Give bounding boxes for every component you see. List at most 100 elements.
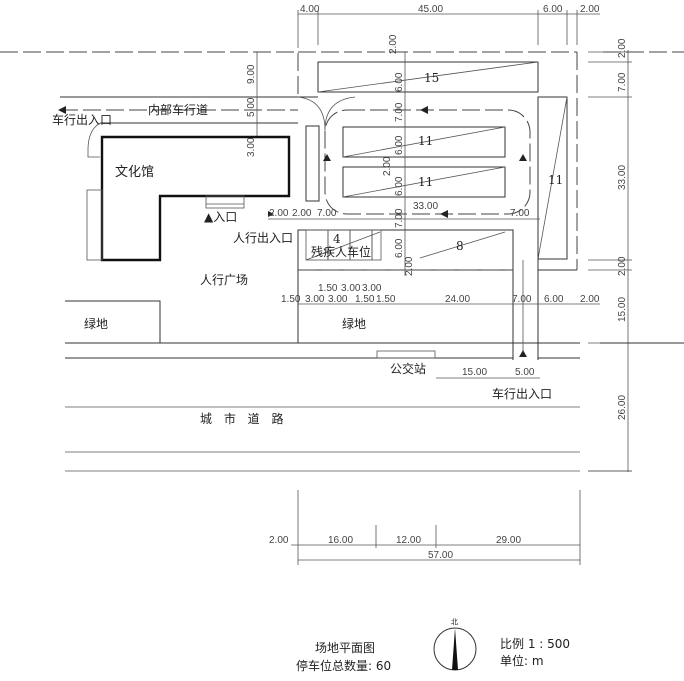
parking-total: 停车位总数量: 60 bbox=[296, 658, 391, 673]
dim-bottom: 2.00 bbox=[269, 535, 289, 546]
parking-diagonal bbox=[317, 61, 539, 93]
bus-stop-label: 公交站 bbox=[390, 361, 426, 376]
arrow-up-icon bbox=[323, 154, 331, 161]
dim-top-1: 45.00 bbox=[418, 4, 443, 15]
island bbox=[305, 125, 320, 202]
disabled-parking-label: 残疾人车位 bbox=[311, 244, 371, 259]
legend: 场地平面图 停车位总数量: 60 北 比例 1 : 500 单位: m bbox=[296, 618, 570, 673]
compass-needle bbox=[452, 628, 458, 670]
building-annex bbox=[86, 189, 103, 261]
arrow-up-icon bbox=[519, 154, 527, 161]
dim-inner-v: 2.00 bbox=[388, 34, 399, 54]
dim-stall: 3.00 bbox=[328, 294, 348, 305]
parking-count-lower-right: 8 bbox=[456, 239, 464, 253]
right-dimensions: 2.00 7.00 33.00 2.00 15.00 26.00 bbox=[588, 38, 632, 472]
green-left-label: 绿地 bbox=[84, 316, 108, 331]
dim-right-5: 26.00 bbox=[617, 395, 628, 420]
dim-bottom: 16.00 bbox=[328, 535, 353, 546]
parking-count-top: 15 bbox=[424, 71, 439, 85]
parking-area bbox=[342, 166, 506, 198]
parking-block-top: 15 bbox=[317, 61, 539, 93]
dim-inner-h: 2.00 bbox=[269, 208, 289, 219]
dim-right-0: 2.00 bbox=[617, 38, 628, 58]
dim-left-1: 5.00 bbox=[246, 97, 257, 117]
dim-inner-h: 7.00 bbox=[510, 208, 530, 219]
dim-stall: 1.50 bbox=[281, 294, 301, 305]
parking-area bbox=[537, 96, 568, 260]
dim-stall: 1.50 bbox=[355, 294, 375, 305]
loop-centerline bbox=[324, 109, 531, 215]
entrance-canopy bbox=[205, 195, 245, 209]
dim-inner-v: 2.00 bbox=[404, 256, 415, 276]
dim-bottom: 12.00 bbox=[396, 535, 421, 546]
dim-left-2: 3.00 bbox=[246, 137, 257, 157]
dim-bottom: 57.00 bbox=[428, 550, 453, 561]
dim-inner-h: 7.00 bbox=[317, 208, 337, 219]
arrow-left-icon bbox=[440, 210, 448, 218]
parking-block-middle: 11 11 bbox=[342, 126, 506, 198]
dim-inner-h: 33.00 bbox=[413, 201, 438, 212]
road-curve bbox=[297, 96, 326, 131]
dim-bottom: 29.00 bbox=[496, 535, 521, 546]
parking-count-right: 11 bbox=[548, 173, 563, 187]
city-road: 城 市 道 路 bbox=[65, 406, 632, 472]
boundary-line bbox=[0, 51, 299, 97]
city-road-label: 城 市 道 路 bbox=[200, 411, 287, 426]
internal-road: 内部车行道 车行出入口 bbox=[52, 96, 567, 158]
vehicle-entrance-bottom: 公交站 15.00 5.00 车行出入口 bbox=[65, 260, 580, 401]
loop-road bbox=[297, 96, 531, 218]
entrance-curve bbox=[87, 122, 101, 158]
arrow-right-icon bbox=[268, 211, 274, 217]
dim-bus: 15.00 bbox=[462, 367, 487, 378]
road-curve bbox=[324, 96, 356, 131]
parking-count-middle-upper: 11 bbox=[418, 134, 433, 148]
internal-road-label: 内部车行道 bbox=[148, 102, 208, 117]
parking-diagonal bbox=[342, 166, 506, 198]
dim-stall: 7.00 bbox=[512, 294, 532, 305]
parking-count-middle-lower: 11 bbox=[418, 175, 433, 189]
dim-inner-v: 6.00 bbox=[394, 135, 405, 155]
vehicle-entrance-bottom-label: 车行出入口 bbox=[492, 386, 552, 401]
dim-stall: 6.00 bbox=[544, 294, 564, 305]
pedestrian-entrance-label: 人行出入口 bbox=[233, 231, 293, 245]
pedestrian-plaza-label: 人行广场 bbox=[200, 273, 248, 287]
dim-inner-v: 6.00 bbox=[394, 72, 405, 92]
dim-stall: 3.00 bbox=[305, 294, 325, 305]
green-area-outline bbox=[65, 300, 161, 343]
bottom-dimensions: 2.00 16.00 12.00 29.00 57.00 bbox=[269, 490, 581, 565]
dim-inner-v: 2.00 bbox=[382, 156, 393, 176]
plan-title: 场地平面图 bbox=[315, 641, 375, 655]
dim-left-0: 9.00 bbox=[246, 64, 257, 84]
culture-hall-label: 文化馆 bbox=[115, 165, 154, 180]
left-vertical-dims: 9.00 5.00 3.00 bbox=[246, 52, 258, 157]
culture-hall: 文化馆 ▲入口 bbox=[86, 135, 291, 262]
dim-stall-top: 3.00 bbox=[341, 283, 361, 294]
dim-inner-v: 6.00 bbox=[394, 176, 405, 196]
bus-stop-shelter bbox=[376, 350, 436, 359]
inner-horizontal-dims: 2.00 2.00 7.00 33.00 7.00 bbox=[268, 201, 540, 220]
green-areas: 绿地 绿地 bbox=[65, 270, 684, 344]
unit-label: 单位: m bbox=[500, 653, 544, 668]
dim-stall: 1.50 bbox=[376, 294, 396, 305]
parking-diagonal bbox=[537, 96, 568, 260]
arrow-left-icon bbox=[420, 106, 428, 114]
stall-dims: 1.50 3.00 3.00 1.50 3.00 3.00 1.50 1.50 … bbox=[281, 283, 600, 305]
parking-count-disabled: 4 bbox=[333, 232, 341, 246]
parking-area bbox=[342, 126, 506, 158]
arrow-left-icon bbox=[58, 106, 66, 114]
dim-inner-h: 2.00 bbox=[292, 208, 312, 219]
dim-stall-top: 1.50 bbox=[318, 283, 338, 294]
entrance-label: ▲入口 bbox=[204, 210, 237, 224]
vehicle-entrance-top-label: 车行出入口 bbox=[52, 112, 112, 127]
green-mid-label: 绿地 bbox=[342, 316, 366, 331]
dim-top-0: 4.00 bbox=[300, 4, 320, 15]
dim-inner-v: 7.00 bbox=[394, 208, 405, 228]
north-arrow-icon: 北 bbox=[433, 618, 477, 671]
dim-inner-v: 6.00 bbox=[394, 238, 405, 258]
dim-top-3: 2.00 bbox=[580, 4, 600, 15]
dim-bus: 5.00 bbox=[515, 367, 535, 378]
dim-top-2: 6.00 bbox=[543, 4, 563, 15]
dim-right-2: 33.00 bbox=[617, 165, 628, 190]
parking-diagonal bbox=[305, 231, 381, 261]
parking-diagonal bbox=[342, 126, 506, 158]
